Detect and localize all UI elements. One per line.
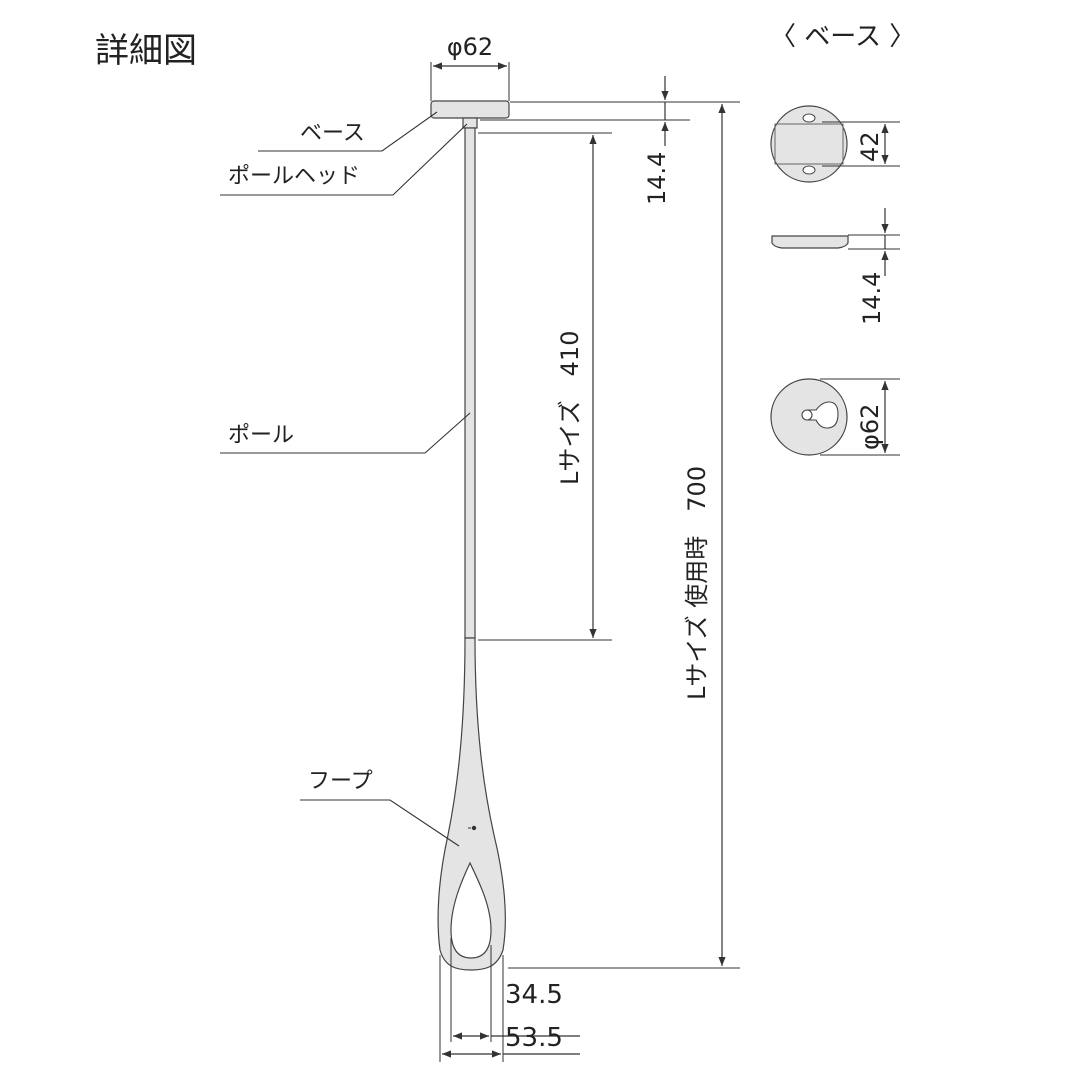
main-assembly: φ62 ベース ポールヘッド ポール フープ 14.4 Lサイズ 410 bbox=[220, 33, 740, 1062]
keyhole-slot bbox=[806, 401, 839, 429]
side-62-label: φ62 bbox=[856, 404, 884, 450]
base-views: 42 14.4 φ62 bbox=[770, 105, 900, 456]
hoop-leader bbox=[300, 799, 460, 847]
hoop-opening bbox=[450, 861, 492, 959]
hoop-label: フープ bbox=[308, 769, 373, 794]
head-offset-label: 14.4 bbox=[643, 152, 671, 205]
base-view-title: 〈 ベース 〉 bbox=[770, 22, 915, 52]
pole-length-label: Lサイズ 410 bbox=[556, 331, 584, 485]
pole-label: ポール bbox=[228, 423, 294, 448]
overall-length-label: Lサイズ 使用時 700 bbox=[683, 466, 711, 700]
hoop-part bbox=[437, 637, 506, 971]
base-diameter-label: φ62 bbox=[447, 33, 493, 61]
pole-part bbox=[464, 127, 476, 639]
hoop-inner-label: 34.5 bbox=[505, 980, 563, 1010]
hoop-outer-label: 53.5 bbox=[505, 1023, 563, 1053]
pole-head-leader bbox=[220, 123, 468, 196]
base-leader bbox=[258, 111, 438, 152]
base-top-view bbox=[770, 105, 848, 183]
hoop-mark bbox=[471, 825, 477, 831]
pole-leader bbox=[220, 412, 471, 454]
pole-head-label: ポールヘッド bbox=[228, 164, 360, 189]
page-title: 詳細図 bbox=[95, 31, 197, 71]
base-side-view bbox=[771, 235, 849, 249]
base-top-slot bbox=[774, 123, 844, 165]
side-14-4-label: 14.4 bbox=[858, 272, 886, 325]
base-part bbox=[430, 100, 510, 119]
base-label: ベース bbox=[300, 121, 365, 146]
side-42-label: 42 bbox=[856, 131, 884, 162]
